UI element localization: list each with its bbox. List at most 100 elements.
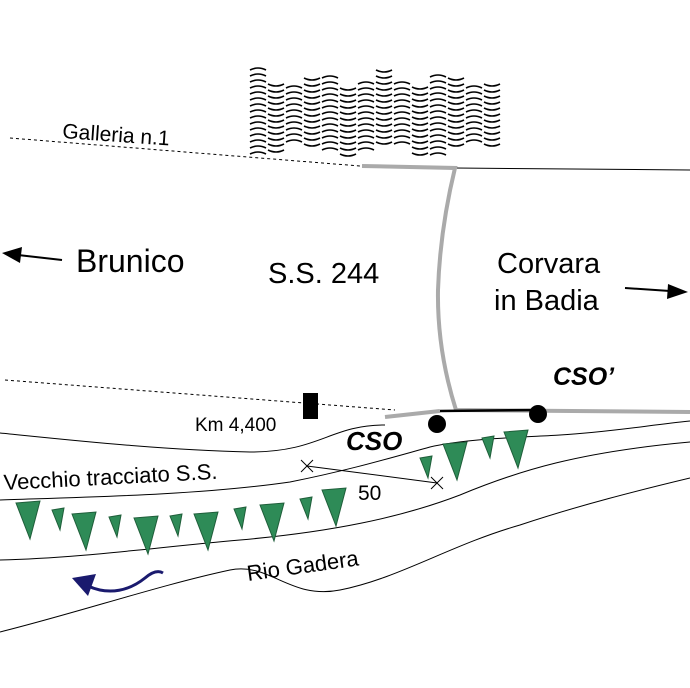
rock-hatch-stroke	[285, 109, 303, 113]
rock-hatch-stroke	[249, 139, 267, 143]
rock-hatch-stroke	[321, 111, 339, 115]
label-galleria: Galleria n.1	[62, 120, 171, 150]
rock-hatch-stroke	[303, 113, 321, 117]
tree-symbol-icon	[321, 487, 347, 528]
rock-hatch-stroke	[465, 109, 483, 113]
road-black-segment	[439, 408, 539, 413]
label-distance: 50	[358, 482, 381, 505]
distance-tick-right-icon	[430, 476, 444, 490]
rock-hatch-stroke	[465, 85, 483, 89]
river-flow-arrow-icon	[72, 570, 164, 596]
rock-hatch-stroke	[375, 105, 393, 109]
tree-symbol-icon	[71, 511, 97, 552]
rock-hatch-stroke	[321, 93, 339, 97]
rock-hatch-stroke	[483, 131, 501, 135]
rock-hatch-stroke	[285, 103, 303, 107]
rock-hatch-stroke	[465, 97, 483, 101]
rock-hatch-stroke	[429, 92, 447, 96]
rock-hatch-stroke	[429, 152, 447, 156]
rock-hatch-stroke	[267, 107, 285, 111]
rock-hatch-stroke	[447, 101, 465, 105]
rock-hatch-stroke	[411, 146, 429, 150]
rock-hatch-stroke	[357, 93, 375, 97]
rock-hatch-stroke	[375, 69, 393, 73]
rock-hatch-stroke	[357, 141, 375, 145]
rock-hatch-stroke	[393, 105, 411, 109]
rock-hatch-stroke	[303, 107, 321, 111]
label-cso-prime: CSO’	[553, 363, 615, 391]
rock-hatch-stroke	[429, 146, 447, 150]
road-gray-segment	[361, 164, 690, 414]
label-road: S.S. 244	[268, 258, 379, 290]
rock-hatch-stroke	[339, 87, 357, 91]
rock-hatch-stroke	[339, 141, 357, 145]
rock-hatch-stroke	[321, 117, 339, 121]
rock-hatch-stroke	[393, 123, 411, 127]
rock-hatch-stroke	[393, 111, 411, 115]
rock-hatch-stroke	[267, 95, 285, 99]
tree-symbol-icon	[259, 502, 285, 543]
rock-hatch-stroke	[285, 121, 303, 125]
rock-hatch-stroke	[375, 75, 393, 79]
rock-hatch-stroke	[339, 129, 357, 133]
tree-symbol-icon	[503, 429, 529, 470]
rock-hatch-stroke	[339, 153, 357, 157]
rock-hatch-stroke	[339, 147, 357, 151]
rock-hatch-stroke	[483, 119, 501, 123]
rock-hatch-stroke	[465, 115, 483, 119]
rock-hatch-stroke	[375, 129, 393, 133]
rock-hatch-stroke	[249, 109, 267, 113]
rock-hatch-stroke	[321, 99, 339, 103]
rock-hatch-stroke	[411, 140, 429, 144]
rock-hatch-stroke	[339, 99, 357, 103]
cso-point-icon	[428, 415, 446, 433]
rock-hatch-stroke	[393, 93, 411, 97]
rock-hatch-stroke	[483, 83, 501, 87]
rock-hatch-stroke	[393, 87, 411, 91]
rock-hatch-stroke	[285, 115, 303, 119]
river-upper-bank	[0, 441, 690, 561]
rock-hatch-stroke	[429, 128, 447, 132]
rock-hatch-stroke	[393, 81, 411, 85]
rock-hatch-stroke	[285, 85, 303, 89]
rock-hatch-stroke	[339, 105, 357, 109]
rock-hatch-stroke	[303, 143, 321, 147]
rock-hatch-stroke	[357, 123, 375, 127]
rock-hatch-stroke	[411, 134, 429, 138]
rock-hatch-stroke	[375, 99, 393, 103]
rock-hatch-stroke	[303, 95, 321, 99]
rock-hatch-stroke	[303, 89, 321, 93]
road-upper-edge-line	[454, 167, 690, 171]
rock-hatch-stroke	[321, 105, 339, 109]
rock-hatch-stroke	[303, 101, 321, 105]
rock-hatch-stroke	[249, 67, 267, 71]
rock-hatch-stroke	[411, 92, 429, 96]
rock-hatch-stroke	[447, 89, 465, 93]
rock-hatch-stroke	[249, 133, 267, 137]
rock-hatch-stroke	[249, 115, 267, 119]
arrow-right-icon	[624, 284, 688, 299]
rock-hatch-stroke	[321, 87, 339, 91]
rock-hatch-stroke	[465, 103, 483, 107]
rock-hatch-stroke	[321, 141, 339, 145]
rock-hatch-stroke	[267, 143, 285, 147]
rock-hatch-stroke	[393, 117, 411, 121]
rock-hatch-stroke	[285, 133, 303, 137]
rock-hatch-stroke	[339, 135, 357, 139]
old-road-upper-edge	[0, 424, 386, 453]
label-river: Rio Gadera	[245, 545, 361, 586]
rock-hatch-stroke	[321, 147, 339, 151]
rock-hatch-stroke	[447, 95, 465, 99]
rock-hatch-stroke	[267, 113, 285, 117]
rock-hatch-stroke	[411, 152, 429, 156]
rock-hatch-stroke	[483, 125, 501, 129]
rock-hatch-stroke	[321, 123, 339, 127]
rock-hatch-stroke	[339, 123, 357, 127]
rock-hatch-stroke	[465, 139, 483, 143]
rock-hatch-stroke	[321, 135, 339, 139]
label-corvara-line1: Corvara	[497, 248, 601, 280]
tree-symbol-icon	[299, 496, 313, 521]
rock-hatch-stroke	[303, 125, 321, 129]
rock-hatch-stroke	[429, 80, 447, 84]
